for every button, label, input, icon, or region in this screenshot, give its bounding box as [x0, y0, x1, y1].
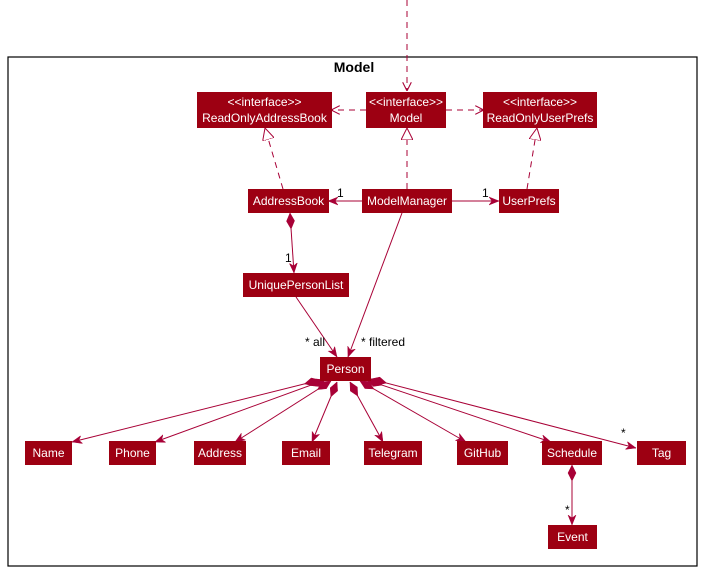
model-stereotype: <<interface>>	[369, 95, 443, 109]
github-class: GitHub	[457, 441, 508, 465]
schedule-class: Schedule	[542, 441, 602, 465]
addressbook-label: AddressBook	[253, 194, 325, 208]
uniquepersonlist-to-person-arrow	[295, 296, 338, 357]
readonlyuserprefs-label: ReadOnlyUserPrefs	[487, 111, 594, 125]
phone-label: Phone	[115, 446, 150, 460]
name-label: Name	[32, 446, 64, 460]
name-class: Name	[25, 441, 72, 465]
edges	[72, 0, 636, 525]
person-label: Person	[326, 362, 364, 376]
addressbook-uniquepersonlist-composition	[290, 213, 294, 273]
readonlyaddressbook-stereotype: <<interface>>	[227, 95, 301, 109]
addressbook-realizes-readonlyaddressbook	[265, 128, 284, 190]
person-name-composition	[72, 380, 320, 442]
multiplicity-tag: *	[621, 426, 626, 440]
telegram-label: Telegram	[368, 446, 417, 460]
modelmanager-class: ModelManager	[362, 189, 452, 213]
userprefs-class: UserPrefs	[499, 189, 559, 213]
readonlyuserprefs-stereotype: <<interface>>	[503, 95, 577, 109]
userprefs-realizes-readonlyuserprefs	[526, 128, 537, 190]
multiplicity-event: *	[565, 503, 570, 517]
model-package-title: Model	[334, 59, 374, 75]
modelmanager-to-person-arrow	[348, 212, 403, 357]
tag-class: Tag	[637, 441, 686, 465]
schedule-label: Schedule	[547, 446, 597, 460]
tag-label: Tag	[652, 446, 671, 460]
model-label: Model	[390, 111, 423, 125]
addressbook-class: AddressBook	[248, 189, 329, 213]
uniquepersonlist-class: UniquePersonList	[243, 273, 349, 297]
multiplicity-all: * all	[305, 335, 325, 349]
address-label: Address	[198, 446, 242, 460]
modelmanager-label: ModelManager	[367, 194, 447, 208]
person-email-composition	[311, 382, 337, 442]
uniquepersonlist-label: UniquePersonList	[249, 278, 344, 292]
person-class: Person	[320, 357, 371, 381]
email-label: Email	[291, 446, 321, 460]
person-tag-composition	[371, 379, 636, 448]
person-phone-composition	[155, 380, 325, 442]
multiplicity-uniquepersonlist: 1	[285, 251, 292, 265]
model-package-frame	[7, 56, 698, 567]
event-class: Event	[548, 525, 597, 549]
readonlyaddressbook-label: ReadOnlyAddressBook	[202, 111, 328, 125]
multiplicity-filtered: * filtered	[361, 335, 405, 349]
model-interface: <<interface>> Model	[366, 92, 446, 128]
multiplicity-userprefs: 1	[482, 186, 489, 200]
github-label: GitHub	[464, 446, 502, 460]
email-class: Email	[282, 441, 330, 465]
userprefs-label: UserPrefs	[502, 194, 555, 208]
person-address-composition	[235, 380, 331, 443]
multiplicity-addressbook: 1	[337, 186, 344, 200]
event-label: Event	[557, 530, 588, 544]
address-class: Address	[194, 441, 246, 465]
readonlyuserprefs-interface: <<interface>> ReadOnlyUserPrefs	[483, 92, 597, 128]
telegram-class: Telegram	[364, 441, 422, 465]
person-schedule-composition	[367, 380, 551, 442]
readonlyaddressbook-interface: <<interface>> ReadOnlyAddressBook	[197, 92, 332, 128]
phone-class: Phone	[109, 441, 156, 465]
